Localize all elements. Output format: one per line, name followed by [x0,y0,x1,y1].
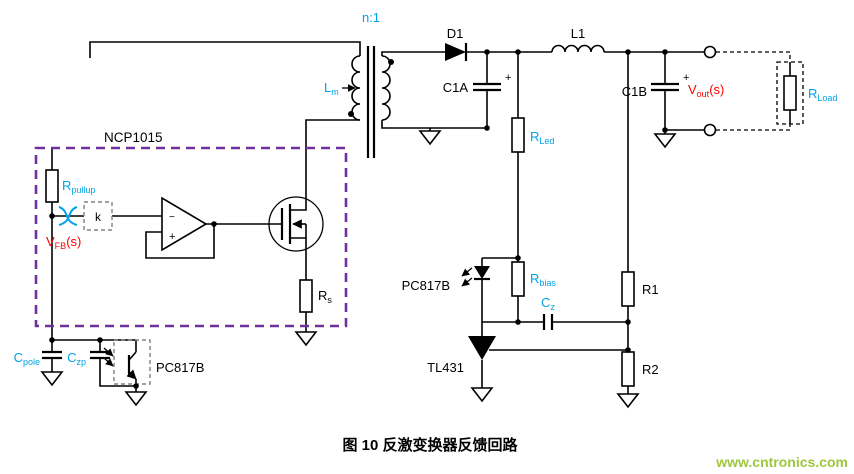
fb-compensation-network [42,339,151,385]
figure-caption: 图 10 反激变换器反馈回路 [342,436,518,454]
resistor-rpullup [45,169,59,203]
label-pc817b-emitter: PC817B [402,278,450,293]
ground-icon [470,387,494,403]
label-ncp1015: NCP1015 [104,130,163,145]
diode-d1 [445,43,468,61]
opto-emitter-arrow [126,369,137,380]
junction-dots [49,49,668,389]
label-rpullup: Rpullup [62,178,95,195]
light-arrow-icon [103,357,114,367]
label-lm: Lm [324,80,339,97]
light-arrow-icon [461,267,473,277]
label-cz: Cz [541,295,555,312]
label-rs: Rs [318,288,332,305]
light-arrow-icon [461,277,473,287]
c1a-polarity-sign: + [505,72,511,84]
optocoupler-led [461,266,490,287]
label-vout: Vout(s) [688,82,724,99]
tl431-symbol [468,336,496,360]
ground-icon [616,393,640,409]
opamp-minus-sign: − [169,212,175,223]
secondary-phase-dot [388,59,394,65]
ncp1015-boundary-box [34,146,348,328]
mosfet [268,196,324,252]
load-rload [716,51,804,131]
c1b-polarity-sign: + [683,72,689,84]
opto-receiver-box [113,339,151,385]
ground-symbols [40,130,677,409]
output-terminal-positive [703,45,717,59]
feedback-network [461,117,635,387]
secondary-winding [381,55,391,121]
label-tl431: TL431 [427,360,464,375]
light-arrow-icon [103,347,114,357]
output-terminal-negative [703,123,717,137]
resistor-rs [299,279,313,313]
resistor-rbias [511,261,525,297]
label-rled: RLed [530,129,554,146]
opamp [161,196,208,252]
capacitor-czp [90,350,110,360]
mosfet-circle [268,196,324,252]
label-r2: R2 [642,362,659,377]
capacitor-cz [542,314,554,330]
label-r1: R1 [642,282,659,297]
ground-icon [124,391,148,407]
ground-icon [418,130,442,146]
label-pc817b-receiver: PC817B [156,360,204,375]
label-gain-k: k [95,210,102,224]
capacitor-c1b [651,82,679,92]
watermark: www.cntronics.com [715,454,848,470]
fb-node-cross-icon [58,206,78,226]
resistor-r1 [621,271,635,307]
label-l1: L1 [571,26,585,41]
wires [51,41,704,394]
label-c1b: C1B [622,84,647,99]
gain-block-k-box [83,201,113,231]
label-d1: D1 [447,26,464,41]
label-rbias: Rbias [530,271,556,288]
label-c1a: C1A [443,80,469,95]
label-rload: RLoad [808,86,837,103]
primary-phase-dot [348,111,354,117]
opamp-plus-sign: + [169,231,175,243]
capacitor-cpole [42,350,62,360]
ncp1015-controller [34,146,348,328]
ground-icon [653,133,677,149]
resistor-rload [783,75,797,111]
output-stage [445,43,804,137]
primary-winding [351,55,361,121]
label-czp: Czp [67,350,86,367]
capacitor-c1a [473,82,501,92]
label-turns-ratio: n:1 [362,10,380,25]
transformer [342,46,394,158]
ground-icon [294,331,318,347]
resistor-rled [511,117,525,153]
label-cpole: Cpole [14,350,40,367]
label-vfb: VFB(s) [46,234,81,251]
ground-icon [40,371,64,387]
inductor-l1 [551,44,605,53]
resistor-r2 [621,351,635,387]
optocoupler-phototransistor [103,339,151,385]
